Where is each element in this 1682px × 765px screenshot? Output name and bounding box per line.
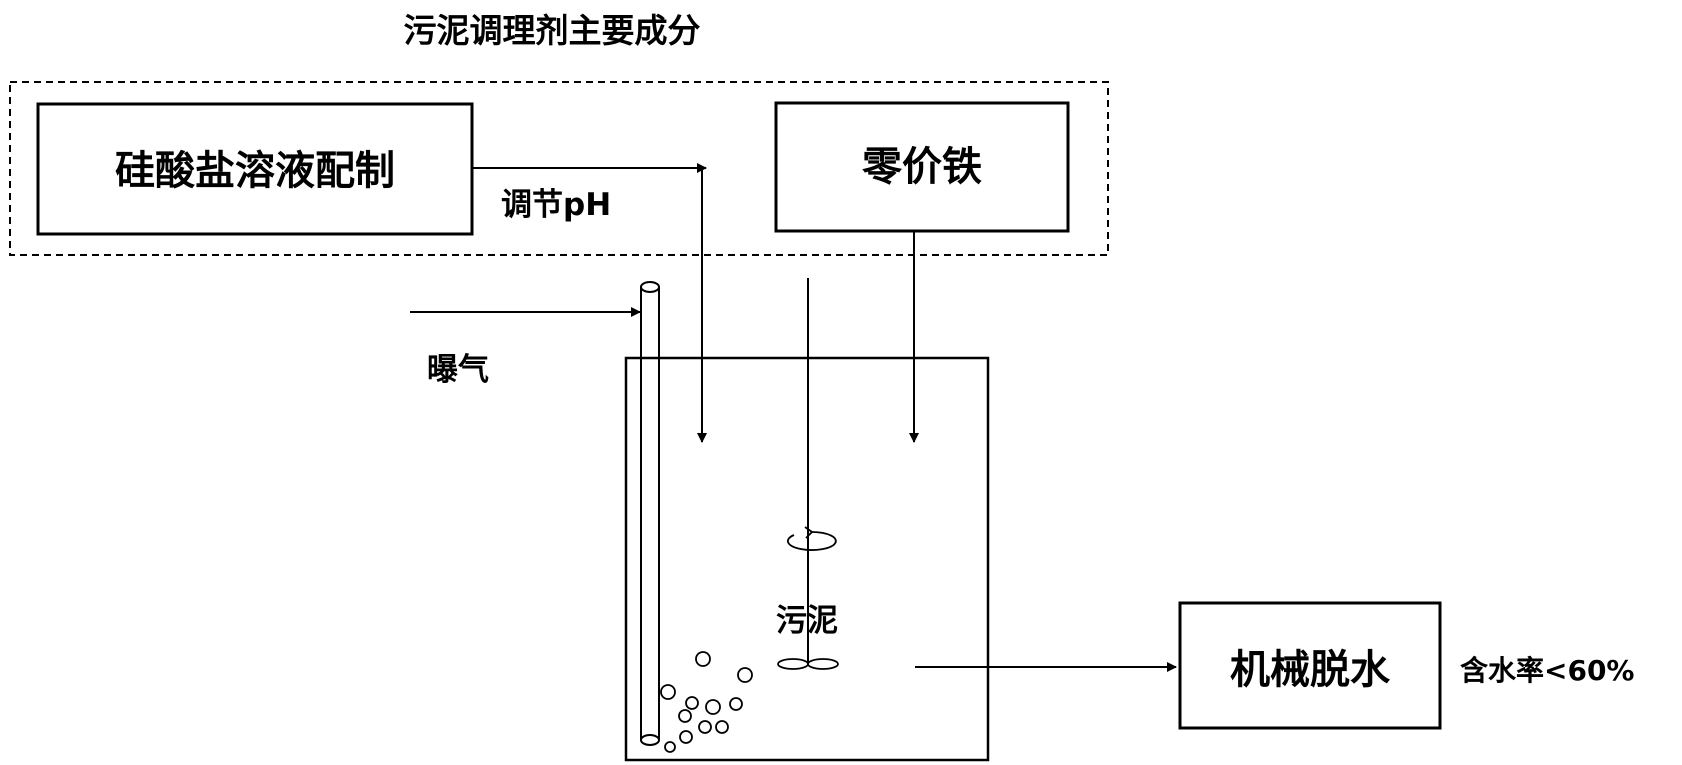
rotation-icon [787, 526, 837, 551]
aeration-pipe [640, 281, 660, 746]
zero-valent-iron-box [774, 101, 1070, 233]
adjust-ph-label: 调节pH [501, 187, 611, 223]
moisture-content-label: 含水率<60% [1460, 654, 1634, 687]
silicate-solution-label: 硅酸盐溶液配制 [115, 148, 395, 194]
silicate-solution-box [36, 102, 474, 236]
mechanical-dewatering-label: 机械脱水 [1230, 647, 1391, 693]
stirrer-blade-right [807, 658, 839, 670]
diagram-title: 污泥调理剂主要成分 [404, 11, 701, 50]
stirrer [777, 278, 839, 670]
stirrer-blade-left [777, 658, 809, 670]
mechanical-dewatering-box [1178, 601, 1442, 730]
silicate-solution-node: 硅酸盐溶液配制 [36, 102, 474, 236]
zero-valent-iron-node: 零价铁 [774, 101, 1070, 233]
mechanical-dewatering-node: 机械脱水 [1178, 601, 1442, 730]
air-bubbles [660, 651, 753, 753]
zero-valent-iron-label: 零价铁 [862, 144, 982, 190]
sludge-label: 污泥 [776, 603, 838, 639]
aeration-label: 曝气 [427, 352, 489, 388]
